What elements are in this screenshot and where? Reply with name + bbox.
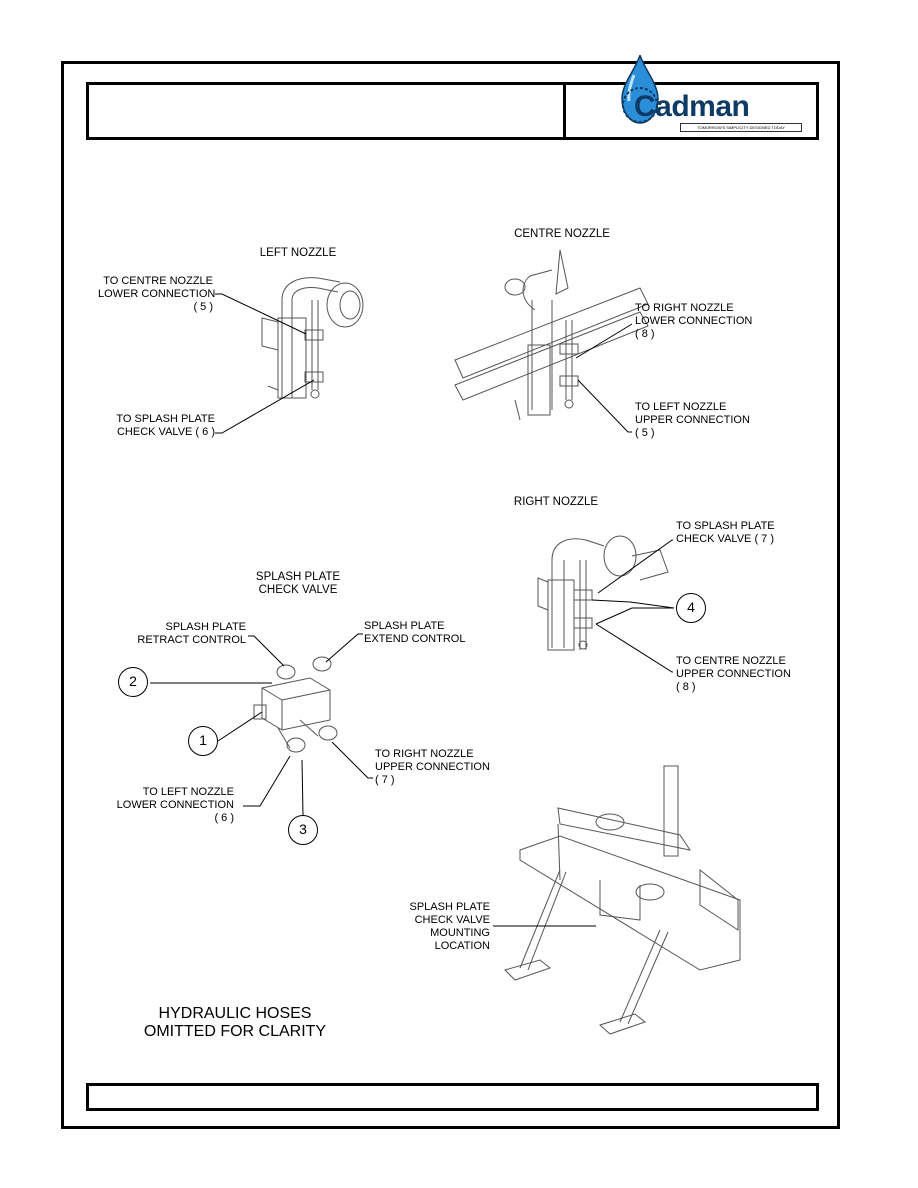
extend-label-2: EXTEND CONTROL (364, 633, 466, 645)
left-bottom-label-2: CHECK VALVE ( 6 ) (116, 426, 215, 438)
mounting-drawing (504, 765, 741, 1035)
centre-bottom-label-2: UPPER CONNECTION (635, 414, 750, 426)
mounting-label-2: CHECK VALVE (414, 914, 490, 926)
retract-label-1: SPLASH PLATE (165, 621, 247, 633)
centre-top-label-3: ( 8 ) (635, 328, 655, 340)
to-left-label-2: LOWER CONNECTION (116, 799, 234, 811)
check-valve-title-2: CHECK VALVE (258, 584, 338, 596)
callout-2: 2 (118, 667, 148, 697)
right-bottom-label-3: ( 8 ) (676, 681, 696, 693)
callout-1: 1 (188, 726, 218, 756)
left-top-label-2: LOWER CONNECTION (98, 288, 216, 300)
mounting-label-3: MOUNTING (430, 927, 490, 939)
page-border (61, 61, 840, 1129)
extend-label-1: SPLASH PLATE (364, 620, 445, 632)
right-top-label-1: TO SPLASH PLATE (676, 520, 775, 532)
callout-3: 3 (288, 815, 318, 845)
to-left-label-1: TO LEFT NOZZLE (142, 786, 234, 798)
centre-bottom-label-1: TO LEFT NOZZLE (635, 401, 727, 413)
centre-nozzle-drawing (454, 249, 649, 421)
cadman-logo (621, 55, 659, 124)
centre-top-label-2: LOWER CONNECTION (635, 315, 753, 327)
retract-label-2: RETRACT CONTROL (137, 634, 246, 646)
check-valve-title-1: SPLASH PLATE (255, 571, 341, 583)
mounting-label-1: SPLASH PLATE (409, 901, 491, 913)
to-right-label-2: UPPER CONNECTION (375, 761, 490, 773)
left-nozzle-title: LEFT NOZZLE (259, 247, 337, 259)
title-block (86, 82, 819, 140)
title-block-divider (563, 82, 566, 140)
right-bottom-label-1: TO CENTRE NOZZLE (676, 655, 786, 667)
to-left-label-3: ( 6 ) (214, 812, 234, 824)
note-line-1: HYDRAULIC HOSES (158, 1005, 312, 1022)
centre-top-label-1: TO RIGHT NOZZLE (635, 302, 734, 314)
mounting-label-4: LOCATION (434, 940, 490, 952)
to-right-label-1: TO RIGHT NOZZLE (375, 748, 474, 760)
right-nozzle-drawing (537, 535, 669, 651)
callout-4: 4 (676, 593, 706, 623)
check-valve-drawing (253, 656, 338, 753)
brand-name: Cadman (634, 90, 750, 123)
centre-nozzle-title: CENTRE NOZZLE (514, 228, 610, 240)
to-right-label-3: ( 7 ) (375, 774, 395, 786)
left-top-label-1: TO CENTRE NOZZLE (103, 275, 213, 287)
left-nozzle-drawing (261, 277, 364, 399)
right-bottom-label-2: UPPER CONNECTION (676, 668, 791, 680)
note-line-2: OMITTED FOR CLARITY (143, 1023, 327, 1040)
right-nozzle-title: RIGHT NOZZLE (513, 496, 599, 508)
left-bottom-label-1: TO SPLASH PLATE (116, 413, 215, 425)
centre-bottom-label-3: ( 5 ) (635, 427, 655, 439)
left-top-label-3: ( 5 ) (193, 301, 213, 313)
brand-tagline: TOMORROW'S SIMPLICITY DESIGNED TODAY (680, 123, 802, 132)
footer-block (86, 1083, 819, 1111)
right-top-label-2: CHECK VALVE ( 7 ) (676, 533, 775, 545)
